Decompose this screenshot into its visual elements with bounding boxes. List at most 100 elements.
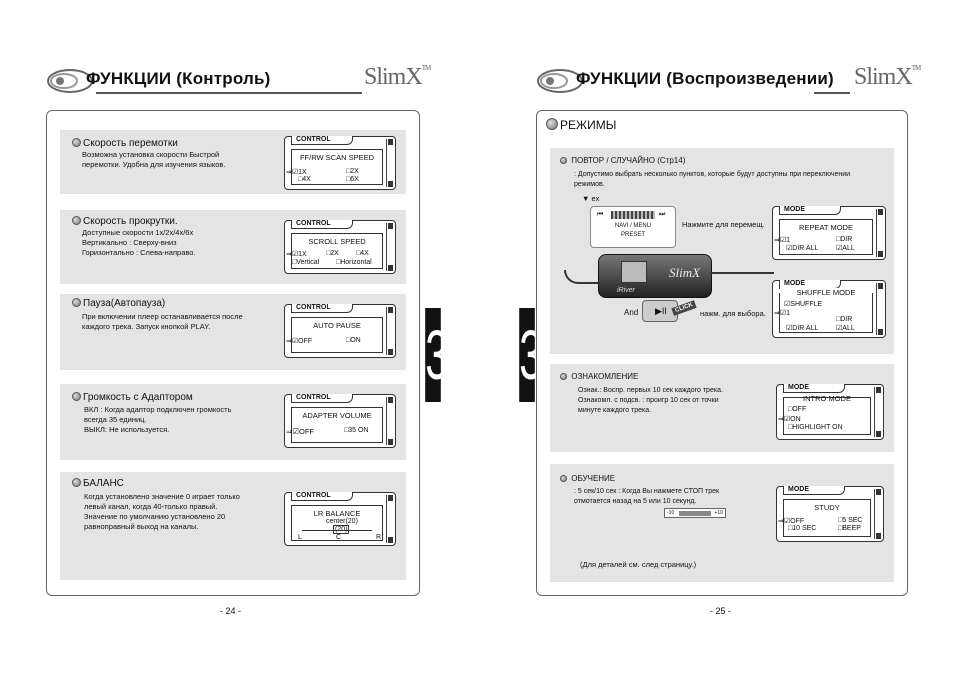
balance-center-label: C [336, 534, 342, 541]
lcd-option: ⇒☑ON [778, 416, 801, 423]
lcd-tab: CONTROL [291, 394, 353, 403]
chapter-tab: 3 [519, 308, 543, 402]
device-logo: SlimX [669, 265, 701, 280]
device-cable [710, 272, 774, 274]
bullet-icon [72, 216, 81, 225]
page-number: - 24 - [220, 606, 242, 616]
lcd-option: ⇒☑1X [286, 169, 307, 176]
section-text: Когда установлено значение 0 играет толь… [84, 492, 240, 531]
bullet-icon [72, 392, 81, 401]
section-heading: Скорость перемотки [72, 138, 178, 149]
bullet-icon [560, 475, 567, 482]
section-text: При включении плеер останавливается посл… [82, 312, 243, 331]
scrollbar-icon [874, 387, 881, 437]
study-footer: (Для деталей см. след страницу.) [580, 560, 697, 569]
section-heading: Скорость прокрутки. [72, 216, 178, 227]
section-text: : 5 сек/10 сек : Когда Вы нажмете СТОП т… [574, 488, 720, 505]
study-seek-track [679, 511, 711, 516]
modes-heading: РЕЖИМЫ [546, 118, 616, 132]
lcd-inner: SCROLL SPEED ⇒☑1X □2X □4X □Vertical □Hor… [286, 233, 383, 269]
lcd-mode: SHUFFLE MODE [780, 288, 872, 297]
page-number: - 25 - [710, 606, 732, 616]
balance-track [302, 530, 372, 531]
right-page-header: ФУНКЦИИ (Воспроизведении) SlimXTM [536, 64, 921, 96]
navi-menu-label: NAVI / MENU [614, 223, 652, 229]
lcd-tab: CONTROL [291, 220, 353, 229]
section-heading: Пауза(Автопауза) [72, 298, 165, 309]
lcd-option: □HIGHLIGHT ON [788, 424, 843, 431]
lcd-inner: AUTO PAUSE ⇒☑OFF □ON [286, 317, 383, 353]
bullet-icon [560, 373, 567, 380]
and-label: And [624, 308, 639, 317]
bullet-icon [72, 138, 81, 147]
bullet-icon [72, 298, 81, 307]
lcd-screen: CONTROL AUTO PAUSE ⇒☑OFF □ON [284, 304, 396, 358]
scrollbar-icon [386, 397, 393, 445]
chapter-tab: 3 [425, 308, 449, 402]
lcd-tab: CONTROL [291, 304, 353, 313]
lcd-screen: CONTROL ADAPTER VOLUME ⇒☑OFF □35 ON [284, 394, 396, 448]
header-swoosh-icon [47, 69, 93, 93]
lcd-option: □DIR [836, 236, 853, 243]
lcd-mode: LR BALANCE [313, 509, 361, 518]
lcd-tab: MODE [779, 206, 841, 215]
jog-dial[interactable] [611, 211, 655, 219]
slimx-logo: SlimXTM [854, 64, 921, 90]
device-brand: iRiver [617, 287, 635, 294]
lcd-tab: CONTROL [291, 492, 353, 501]
lcd-option: □ON [346, 337, 361, 344]
study-minus-label: -10 [667, 510, 675, 516]
lcd-screen: MODE STUDY ⇒☑OFF □5 SEC □10 SEC □BEEP [776, 486, 884, 542]
header-swoosh-icon [537, 69, 583, 93]
balance-left-label: L [298, 534, 302, 541]
lcd-inner: REPEAT MODE ⇒☑1 □DIR ☑DIR ALL ☑ALL [774, 219, 873, 255]
lcd-option: □5 SEC [838, 517, 863, 524]
lcd-inner: STUDY ⇒☑OFF □5 SEC □10 SEC □BEEP [778, 499, 871, 537]
header-rule [96, 92, 362, 94]
device-screen [621, 261, 647, 283]
navi-button-panel: ⏮ ⏭ NAVI / MENU PRESET [590, 206, 676, 248]
section-heading: Громкость с Адаптором [72, 392, 193, 403]
lcd-option: ☑DIR ALL [786, 325, 819, 332]
lcd-option: □Vertical [292, 259, 320, 266]
lcd-option: □BEEP [838, 525, 861, 532]
scrollbar-icon [876, 209, 883, 257]
select-instruction: нажм. для выбора. [700, 309, 766, 318]
scrollbar-icon [386, 223, 393, 271]
player-device: SlimX iRiver [598, 254, 712, 298]
study-seek-bar: -10 +10 [664, 508, 726, 518]
lcd-inner: SHUFFLE MODE ☑SHUFFLE ⇒☑1 □DIR ☑DIR ALL … [774, 288, 873, 333]
lcd-option: ☑ALL [836, 245, 855, 252]
lcd-mode: STUDY [814, 503, 840, 512]
section-heading: ОЗНАКОМЛЕНИЕ [560, 372, 638, 381]
study-plus-label: +10 [714, 510, 723, 516]
lcd-option: ☑DIR ALL [786, 245, 819, 252]
lcd-screen: CONTROL FF/RW SCAN SPEED ⇒☑1X □2X □4X □6… [284, 136, 396, 190]
lcd-inner: FF/RW SCAN SPEED ⇒☑1X □2X □4X □6X [286, 149, 383, 185]
lcd-mode: FF/RW SCAN SPEED [299, 153, 375, 162]
lcd-mode: SCROLL SPEED [308, 237, 366, 246]
scrollbar-icon [386, 139, 393, 187]
section-heading: ПОВТОР / СЛУЧАЙНО (Стр14) [560, 156, 685, 165]
lcd-option: □DIR [836, 316, 853, 323]
lcd-option: ⇒☑1 [774, 310, 791, 317]
lcd-screen: CONTROL LR BALANCE center(20) (20) L C R [284, 492, 396, 546]
balance-right-label: R [376, 534, 382, 541]
lcd-screen: CONTROL SCROLL SPEED ⇒☑1X □2X □4X □Verti… [284, 220, 396, 274]
lcd-option: □OFF [788, 406, 807, 413]
lcd-option: □4X [298, 176, 311, 183]
balance-marker: (20) [333, 525, 350, 534]
bullet-icon [72, 478, 81, 487]
lcd-option: □6X [346, 176, 359, 183]
section-heading: ОБУЧЕНИЕ [560, 474, 615, 483]
slimx-logo: SlimXTM [364, 64, 431, 90]
header-rule [814, 92, 850, 94]
lcd-mode: ADAPTER VOLUME [302, 411, 372, 420]
bullet-icon [560, 157, 567, 164]
lcd-option: □10 SEC [788, 525, 817, 532]
section-text: Возможна установка скорости Быстрой пере… [82, 150, 226, 169]
lcd-option: ☑SHUFFLE [784, 301, 823, 308]
lcd-option: ⇒☑OFF [778, 518, 805, 525]
lcd-option: ⇒☑OFF [286, 427, 315, 436]
lcd-mode: REPEAT MODE [799, 223, 853, 232]
